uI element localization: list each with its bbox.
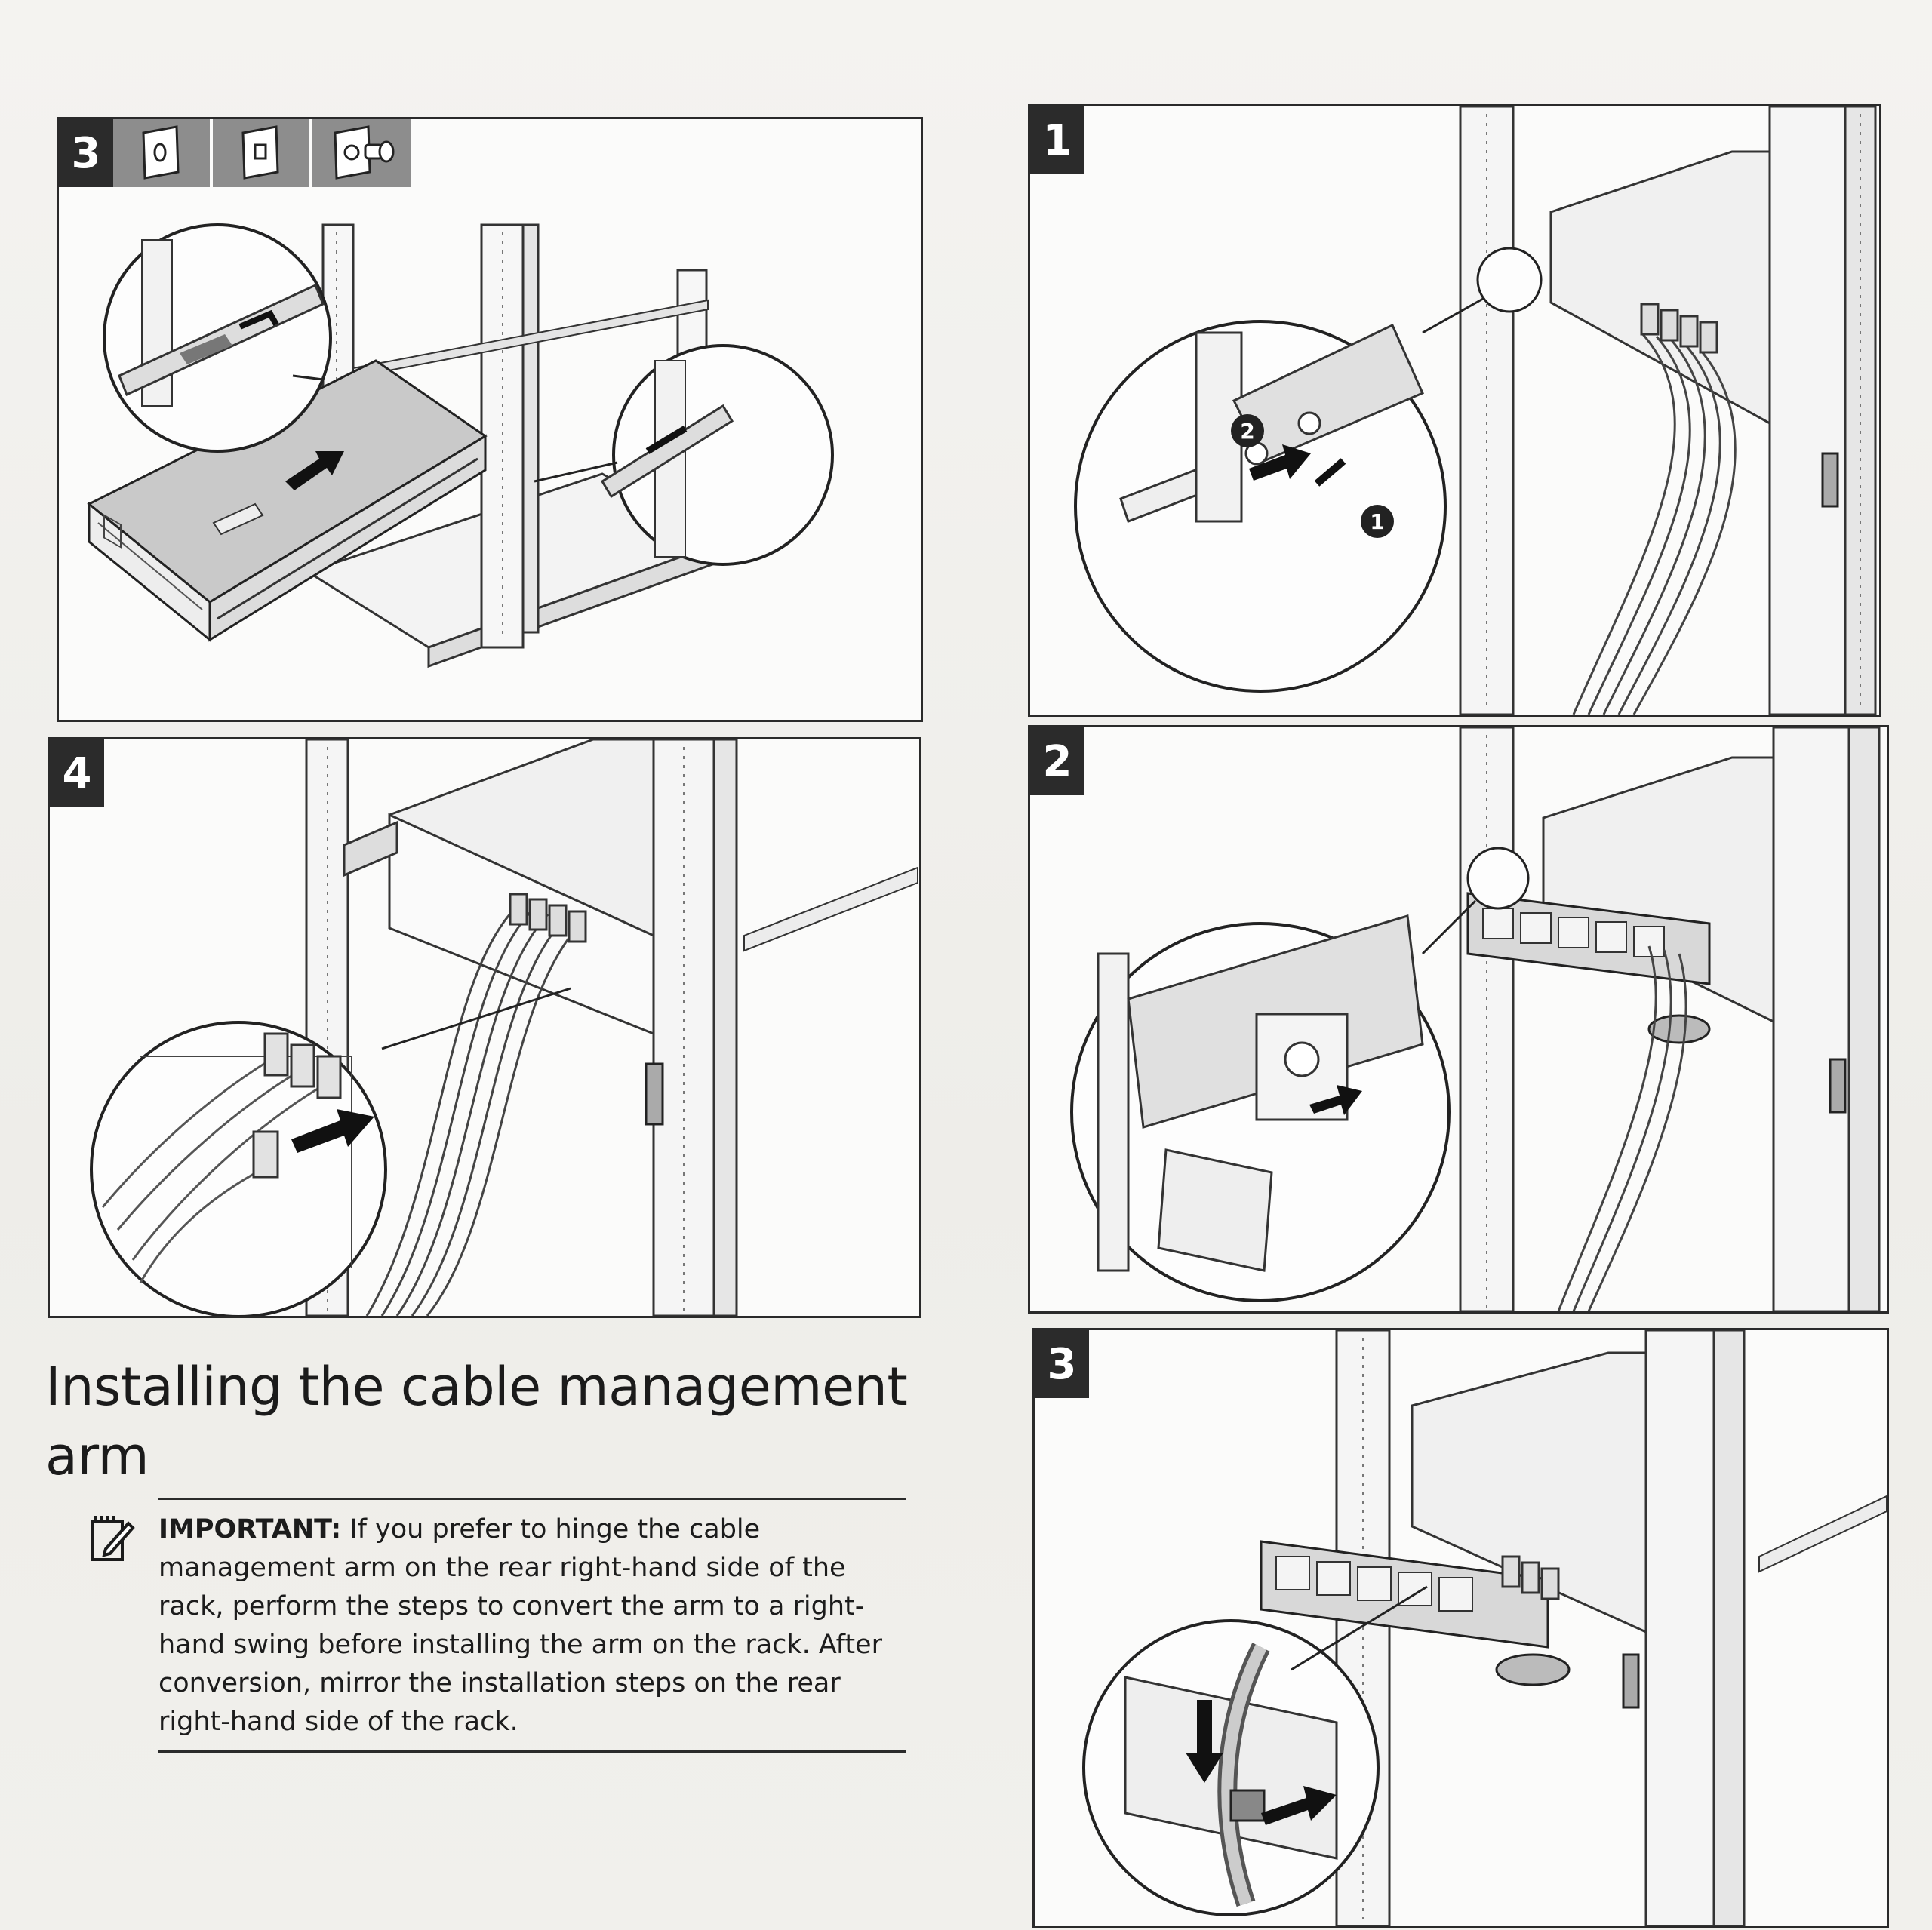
illustration-panel-step-3-slide-server: 3 xyxy=(57,117,923,722)
tool-icon-square-hole xyxy=(213,119,309,187)
step-number-badge: 1 xyxy=(1030,106,1084,174)
tool-icon-torx xyxy=(113,119,210,187)
callout-number-1: 1 xyxy=(1370,509,1384,534)
illustration-panel-step-2-mount-arm: 2 xyxy=(1028,725,1889,1314)
step-number-badge: 2 xyxy=(1030,727,1084,795)
server-slide-diagram xyxy=(87,223,834,668)
step-number-badge: 3 xyxy=(1035,1330,1089,1398)
cable-tie-diagram xyxy=(1082,1330,1887,1926)
illustration-panel-step-4-connect-cables: 4 xyxy=(48,737,921,1318)
section-heading: Installing the cable management arm xyxy=(45,1356,908,1487)
callout-number-2: 2 xyxy=(1240,419,1254,444)
cable-connection-diagram xyxy=(90,739,918,1316)
illustration-panel-step-3-secure-cables: 3 xyxy=(1032,1328,1889,1928)
important-notice: IMPORTANT: If you prefer to hinge the ca… xyxy=(158,1498,906,1753)
step-number-badge: 3 xyxy=(59,119,113,187)
important-notepad-icon xyxy=(91,1516,135,1561)
important-text: If you prefer to hinge the cable managem… xyxy=(158,1514,882,1737)
illustration-panel-step-1-attach-arm-bracket: 1 2 1 xyxy=(1028,104,1881,717)
arm-mount-diagram xyxy=(1070,727,1881,1311)
tool-icon-screw xyxy=(312,119,411,187)
step-number-badge: 4 xyxy=(50,739,104,807)
important-label: IMPORTANT: xyxy=(158,1514,342,1544)
arm-bracket-diagram: 2 1 xyxy=(1074,106,1877,715)
